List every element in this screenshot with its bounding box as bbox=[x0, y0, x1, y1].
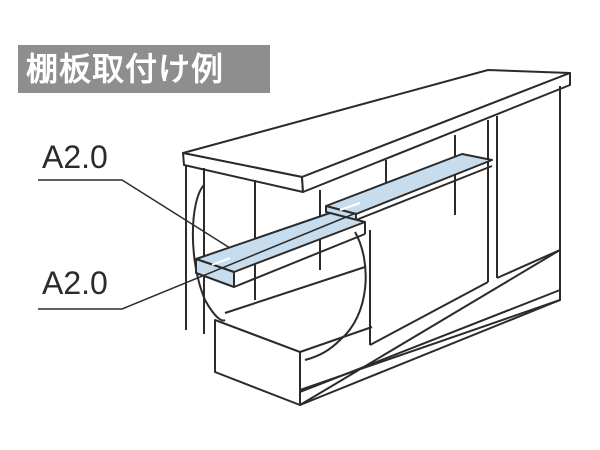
center-divider-base bbox=[369, 281, 489, 346]
center-divider-curve bbox=[304, 231, 367, 361]
base-top-edge bbox=[299, 289, 561, 393]
upper-shelf-edge bbox=[355, 165, 493, 221]
base-bottom-edge bbox=[299, 299, 561, 406]
cabinet-floor-top-edge bbox=[214, 319, 301, 353]
diagram-title: 棚板取付け例 bbox=[26, 50, 225, 88]
cabinet-floor-back-edge bbox=[224, 266, 366, 314]
leader-line-upper bbox=[38, 179, 231, 249]
cabinet-floor-right-edge bbox=[299, 326, 373, 353]
cabinet-floor-front bbox=[214, 319, 301, 406]
cabinet-base-side bbox=[299, 249, 561, 406]
shelf-highlight-a bbox=[211, 257, 231, 266]
left-wall-cutout bbox=[191, 184, 226, 322]
title-banner bbox=[18, 45, 270, 93]
lower-shelf-edge bbox=[233, 233, 366, 288]
callout-label-lower: A2.0 bbox=[42, 265, 108, 301]
cabinet-roof-side-edge bbox=[301, 72, 571, 193]
leader-line-lower bbox=[38, 212, 357, 310]
shelf-highlight-b bbox=[339, 202, 361, 211]
right-section-base-line bbox=[496, 249, 561, 279]
callout-label-upper: A2.0 bbox=[42, 139, 108, 175]
